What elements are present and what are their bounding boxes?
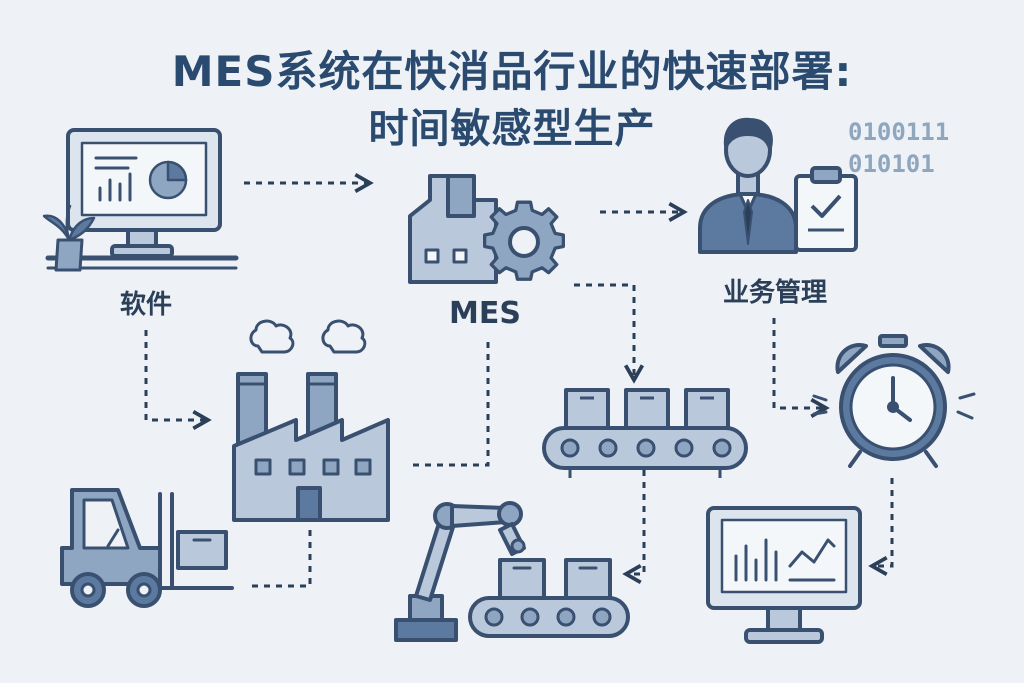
- business-management-label: 业务管理: [722, 278, 827, 308]
- software-computer-icon: [42, 128, 239, 272]
- connector-factory-to-forklift: [246, 530, 312, 588]
- connector-software-to-factory: [144, 330, 212, 431]
- software-label: 软件: [119, 290, 172, 320]
- robot-arm-conveyor-icon: [394, 501, 630, 642]
- conveyor-boxes-icon: [542, 388, 748, 478]
- connectors: [144, 172, 894, 588]
- business-manager-icon: [698, 117, 858, 254]
- forklift-icon: [60, 488, 234, 608]
- connector-business-to-clock: [772, 318, 830, 419]
- alarm-clock-icon: [812, 334, 976, 468]
- binary-line-2: 010101: [848, 150, 935, 178]
- connector-clock-to-monitor: [868, 478, 894, 577]
- title-line-2: 时间敏感型生产: [368, 106, 656, 152]
- mes-label: MES: [449, 296, 521, 331]
- connector-conveyor-to-robot: [622, 470, 646, 585]
- dashboard-monitor-icon: [706, 506, 862, 644]
- connector-mes-to-conveyor: [574, 283, 645, 384]
- mes-factory-gear-icon: [408, 174, 565, 284]
- binary-code: 0100111 010101: [848, 116, 949, 180]
- title-line-1: MES系统在快消品行业的快速部署:: [171, 47, 853, 96]
- binary-line-1: 0100111: [848, 118, 950, 146]
- connector-mes-to-factory: [410, 342, 490, 467]
- main-factory-icon: [232, 319, 390, 522]
